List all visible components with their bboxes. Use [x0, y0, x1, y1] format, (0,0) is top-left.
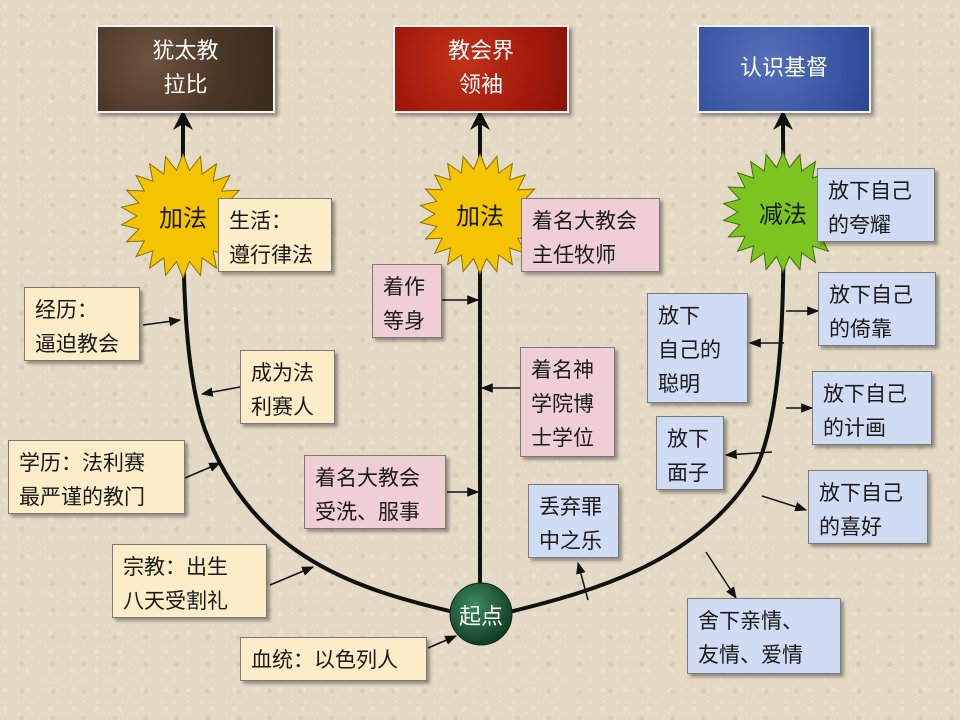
reliance-box: 放下自己 的倚靠 [818, 272, 936, 346]
arrow-experience [142, 316, 182, 327]
arrow-education [184, 462, 222, 479]
arrow-pharisee [200, 386, 241, 397]
arrow-face [724, 449, 773, 460]
hobby-box: 放下自己 的喜好 [808, 470, 928, 544]
face-box: 放下 面子 [656, 416, 724, 490]
burst-label-left: 加法 [159, 204, 207, 233]
arrow-hobby [761, 495, 808, 512]
burst-label-right: 减法 [759, 200, 807, 229]
author-box: 着作 等身 [372, 264, 442, 338]
baptized-box: 着名大教会 受洗、服事 [304, 455, 446, 529]
family-box: 舍下亲情、 友情、爱情 [687, 598, 841, 674]
start-node [449, 582, 513, 646]
addition-burst-left [120, 152, 246, 280]
pastor-box: 着名大教会 主任牧师 [521, 198, 660, 272]
religion-box: 宗教：出生 八天受割礼 [112, 544, 267, 618]
arrow-bloodline [427, 635, 458, 649]
education-box: 学历：法利赛 最严谨的教门 [8, 440, 185, 514]
arrow-family [705, 551, 737, 600]
judaism-rabbi-box: 犹太教 拉比 [96, 25, 275, 113]
plan-box: 放下自己 的计画 [812, 371, 932, 445]
life-law-box: 生活： 遵行律法 [218, 198, 332, 272]
smart-box: 放下 自己的 聪明 [647, 293, 748, 403]
know-christ-box: 认识基督 [697, 25, 871, 113]
arrow-sin [576, 561, 589, 601]
church-leader-box: 教会界 领袖 [393, 25, 569, 113]
burst-label-middle: 加法 [456, 202, 504, 231]
glory-box: 放下自己 的夸耀 [817, 168, 935, 242]
experience-box: 经历： 逼迫教会 [24, 287, 140, 361]
pharisee-box: 成为法 利赛人 [240, 350, 335, 424]
arrow-religion [269, 566, 315, 586]
sin-box: 丢弃罪 中之乐 [528, 484, 619, 558]
start-label: 起点 [458, 605, 504, 630]
doctorate-box: 着名神 学院博 士学位 [520, 347, 615, 457]
addition-burst-middle [419, 152, 541, 276]
bloodline-box: 血统：以色列人 [240, 637, 427, 681]
